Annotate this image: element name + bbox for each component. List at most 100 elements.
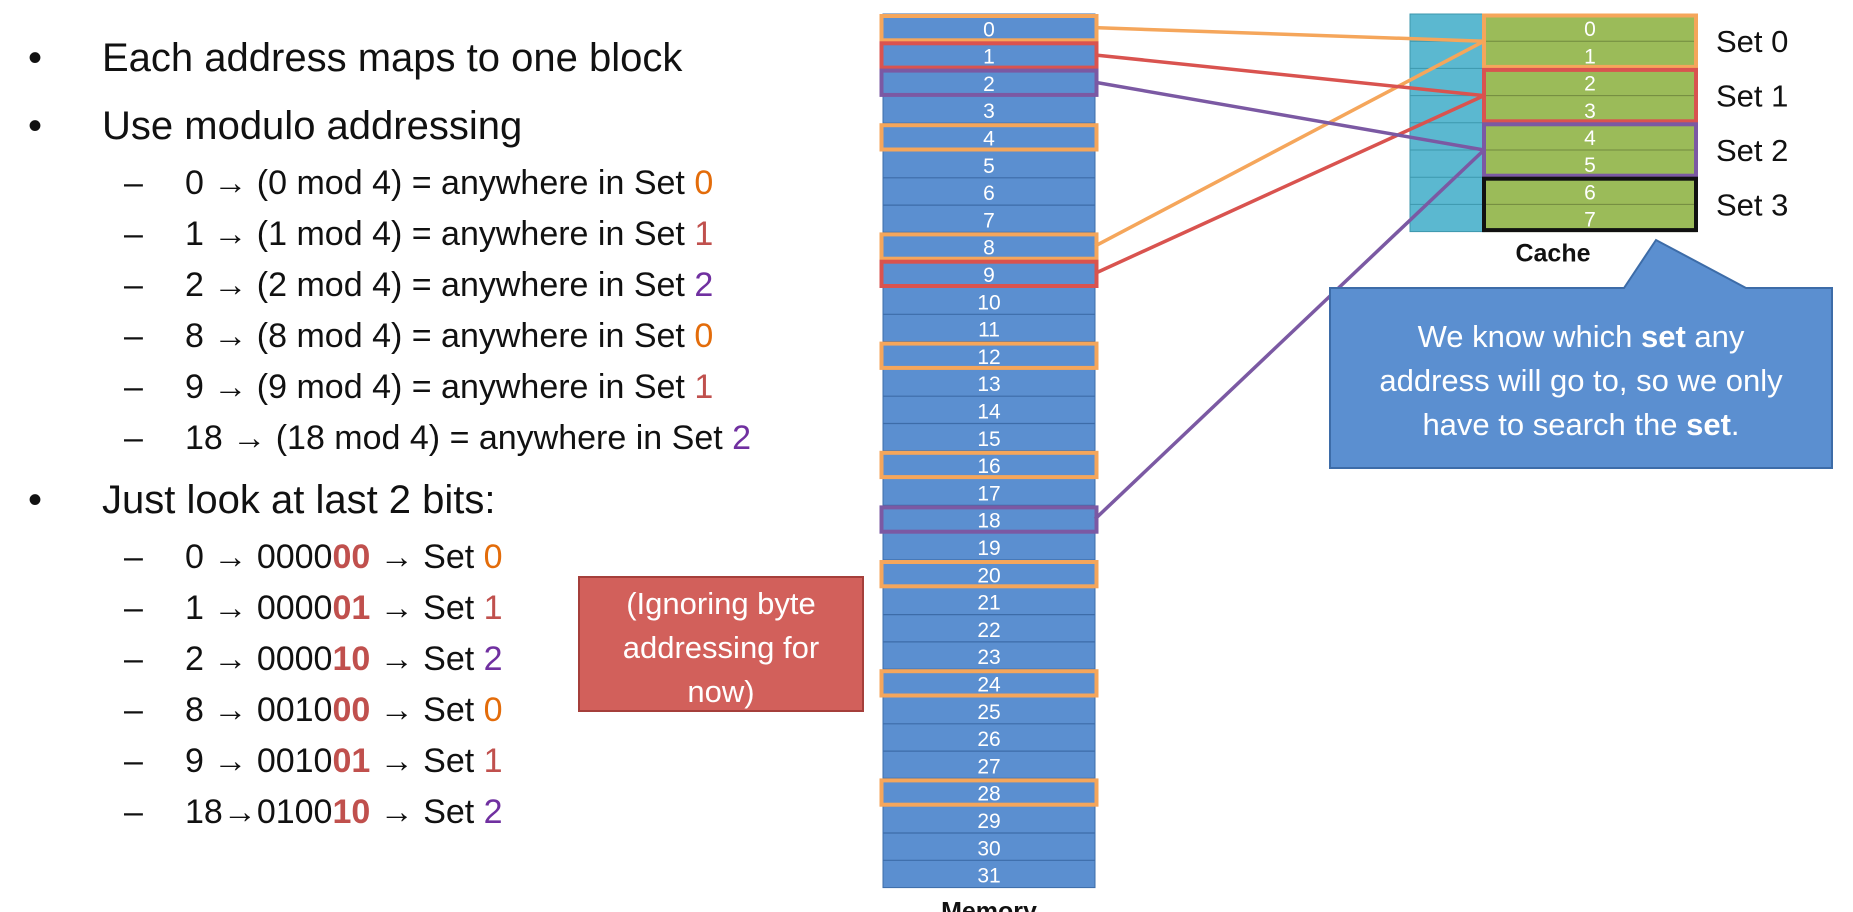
memory-cell-label: 2 [983, 73, 995, 96]
memory-cell-label: 23 [977, 646, 1000, 669]
callout-text: address will go to, so we only [1379, 363, 1783, 398]
callout-text-segment: We know which [1418, 319, 1641, 354]
callout-text-segment: . [1731, 407, 1740, 442]
set-number: 1 [694, 215, 714, 253]
memory-cell-label: 11 [978, 319, 1000, 342]
callout-text-segment: set [1686, 407, 1731, 442]
mod-example-text: 0 → (0 mod 4) = anywhere in Set [185, 164, 695, 202]
memory-cell-label: 1 [983, 46, 995, 69]
cache-cell-label: 3 [1584, 100, 1596, 123]
memory-cell-label: 5 [983, 155, 995, 178]
memory-cell-label: 19 [977, 537, 1000, 560]
memory-cell-label: 10 [977, 291, 1000, 314]
note-text: addressing for [623, 630, 819, 665]
mod-example-text: 2 → (2 mod 4) = anywhere in Set [185, 266, 695, 304]
bits-prefix: 0000 [256, 589, 333, 627]
memory-cell-label: 0 [983, 18, 995, 41]
memory-cell-label: 12 [977, 346, 1000, 369]
memory-cell-label: 4 [983, 128, 995, 151]
mod-example-text: 9 → (9 mod 4) = anywhere in Set [185, 368, 695, 406]
memory-cell-label: 17 [977, 482, 1000, 505]
low-bits: 00 [332, 691, 371, 729]
callout-text-segment: address will go to, so we only [1379, 363, 1783, 398]
set-number: 1 [694, 368, 714, 406]
cache-cell-label: 1 [1584, 45, 1596, 68]
memory-cell-label: 16 [977, 455, 1000, 478]
address-value: 0 → [185, 538, 257, 576]
mapping-line [1094, 25, 1485, 43]
bits-prefix: 0010 [256, 742, 333, 780]
callout-text-segment: set [1641, 319, 1686, 354]
bullet-dot: • [28, 104, 43, 148]
mapping-line [1094, 94, 1485, 275]
address-value: 18→ [185, 793, 257, 831]
memory-cell-label: 24 [977, 674, 1001, 697]
cache-cell-label: 2 [1584, 73, 1596, 96]
note-text: (Ignoring byte [626, 586, 816, 621]
set-number: 2 [483, 793, 503, 831]
cache-set-outline [1482, 176, 1698, 233]
set-number: 0 [483, 691, 503, 729]
memory-cell-label: 18 [977, 510, 1000, 533]
set-number: 2 [732, 419, 752, 457]
callout-text: have to search the set. [1422, 407, 1739, 442]
memory-cell-label: 3 [983, 100, 995, 123]
cache-cell-label: 0 [1584, 18, 1596, 41]
mapping-line [1094, 39, 1485, 248]
memory-label: Memory [941, 898, 1037, 912]
memory-cell-label: 8 [983, 237, 995, 260]
memory-cell-label: 15 [977, 428, 1000, 451]
memory-cell-highlight [879, 341, 1099, 370]
set-number: 2 [483, 640, 503, 678]
bits-prefix: 0000 [256, 640, 333, 678]
set-prefix: → Set [370, 742, 484, 780]
callout-box [1329, 238, 1833, 469]
cache-set-label: Set 2 [1716, 133, 1788, 168]
explanation-text: • Each address maps to one block • Use m… [28, 36, 752, 831]
memory-cell-label: 7 [983, 209, 995, 232]
low-bits: 01 [332, 589, 371, 627]
address-value: 8 → [185, 691, 257, 729]
memory-cell-label: 25 [977, 701, 1000, 724]
bullet-dot: • [28, 478, 43, 522]
memory-cell-highlight [879, 123, 1099, 152]
memory-cell-highlight [879, 778, 1099, 807]
set-prefix: → Set [370, 640, 484, 678]
low-bits: 10 [332, 640, 371, 678]
cache-cell-label: 7 [1584, 209, 1596, 232]
callout-text: We know which set any [1418, 319, 1745, 354]
mod-example-text: 18 → (18 mod 4) = anywhere in Set [185, 419, 733, 457]
bullet-text: Each address maps to one block [102, 36, 683, 80]
set-prefix: → Set [370, 691, 484, 729]
cache-set-label: Set 0 [1716, 24, 1788, 59]
set-number: 0 [483, 538, 503, 576]
mapping-line [1094, 53, 1485, 98]
set-number: 1 [483, 589, 503, 627]
note-text: now) [687, 674, 754, 709]
memory-cell-label: 26 [977, 728, 1000, 751]
low-bits: 01 [332, 742, 371, 780]
note-box [578, 576, 864, 712]
cache-set-label: Set 1 [1716, 79, 1788, 114]
memory-cell-label: 31 [977, 865, 1000, 888]
memory-cell-label: 30 [977, 837, 1000, 860]
cache-cell-label: 6 [1584, 181, 1596, 204]
set-number: 0 [694, 317, 714, 355]
memory-cell-label: 29 [977, 810, 1000, 833]
callout-text-segment: have to search the [1422, 407, 1686, 442]
mod-example-text: 1 → (1 mod 4) = anywhere in Set [185, 215, 695, 253]
memory-cell-label: 14 [977, 401, 1001, 424]
cache-set-label: Set 3 [1716, 187, 1788, 222]
low-bits: 00 [332, 538, 371, 576]
memory-cell-label: 21 [977, 592, 1000, 615]
low-bits: 10 [332, 793, 371, 831]
memory-cell-label: 20 [977, 564, 1000, 587]
set-number: 2 [694, 266, 714, 304]
set-number: 0 [694, 164, 714, 202]
memory-cell-highlight [879, 450, 1099, 480]
address-value: 2 → [185, 640, 257, 678]
bullet-text: Use modulo addressing [102, 104, 523, 148]
memory-cell-label: 28 [977, 783, 1000, 806]
cache-cell-label: 5 [1584, 154, 1596, 177]
